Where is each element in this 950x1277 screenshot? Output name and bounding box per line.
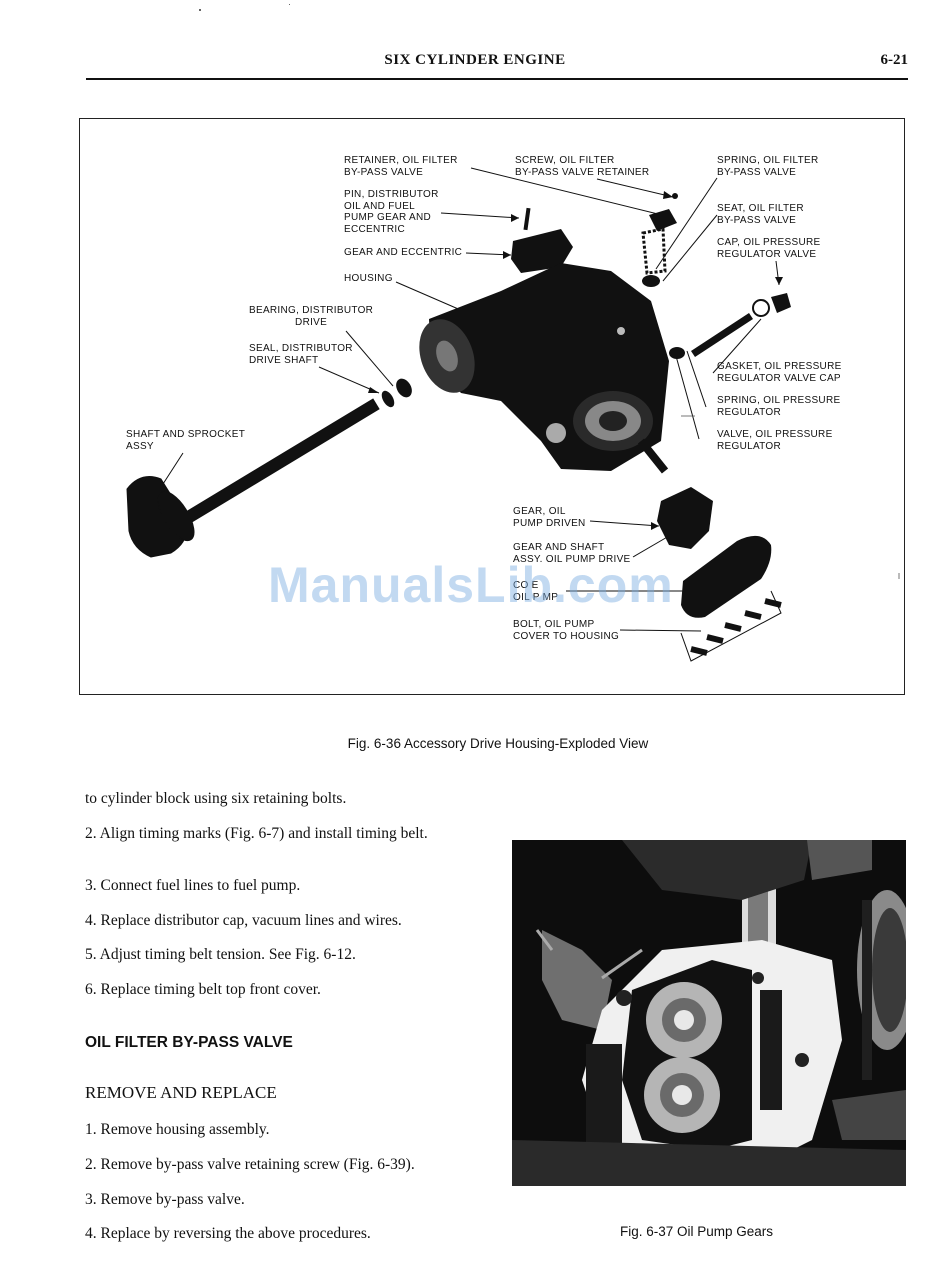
leader-arrowheads <box>368 191 783 530</box>
exploded-view-drawing <box>126 167 900 662</box>
housing <box>419 263 669 471</box>
bypass-valve-parts <box>641 193 678 287</box>
body-paragraph: 3. Connect fuel lines to fuel pump. <box>85 877 301 894</box>
running-header-title: SIX CYLINDER ENGINE <box>384 52 566 68</box>
shaft-and-sprocket <box>126 398 380 558</box>
seal-and-bearing <box>381 378 412 408</box>
leader-lines <box>162 167 780 632</box>
cover-bolts <box>680 590 782 662</box>
page-number: 6-21 <box>880 52 909 68</box>
body-paragraph: 2. Align timing marks (Fig. 6-7) and ins… <box>85 825 428 842</box>
procedure-step: 2. Remove by-pass valve retaining screw … <box>85 1156 415 1173</box>
scan-marks <box>681 415 900 579</box>
section-heading: OIL FILTER BY-PASS VALVE <box>85 1034 293 1051</box>
procedure-step: 4. Replace by reversing the above proced… <box>85 1225 371 1242</box>
scan-speck <box>289 4 290 5</box>
subsection-heading: REMOVE AND REPLACE <box>85 1083 277 1102</box>
oil-pump-gears-photo <box>512 840 906 1186</box>
scan-speck <box>199 9 201 11</box>
body-paragraph: to cylinder block using six retaining bo… <box>85 790 347 807</box>
oil-pump-gears <box>637 438 713 549</box>
pump-cover <box>681 535 772 618</box>
body-paragraph: 5. Adjust timing belt tension. See Fig. … <box>85 946 356 963</box>
oil-pump-gears-photo-drawing <box>512 840 906 1186</box>
figure-caption: Fig. 6-36 Accessory Drive Housing-Explod… <box>347 736 649 751</box>
label-gear-eccentric: GEAR AND ECCENTRIC <box>344 247 463 258</box>
procedure-step: 1. Remove housing assembly. <box>85 1121 270 1138</box>
regulator-parts <box>669 293 791 359</box>
pin-and-gear <box>511 207 573 273</box>
watermark: ManualsLib.com <box>268 557 674 613</box>
figure-caption: Fig. 6-37 Oil Pump Gears <box>620 1224 774 1239</box>
body-paragraph: 6. Replace timing belt top front cover. <box>85 981 321 998</box>
body-paragraph: 4. Replace distributor cap, vacuum lines… <box>85 912 402 929</box>
label-housing: HOUSING <box>344 273 393 284</box>
procedure-step: 3. Remove by-pass valve. <box>85 1191 245 1208</box>
header-rule <box>86 78 908 80</box>
